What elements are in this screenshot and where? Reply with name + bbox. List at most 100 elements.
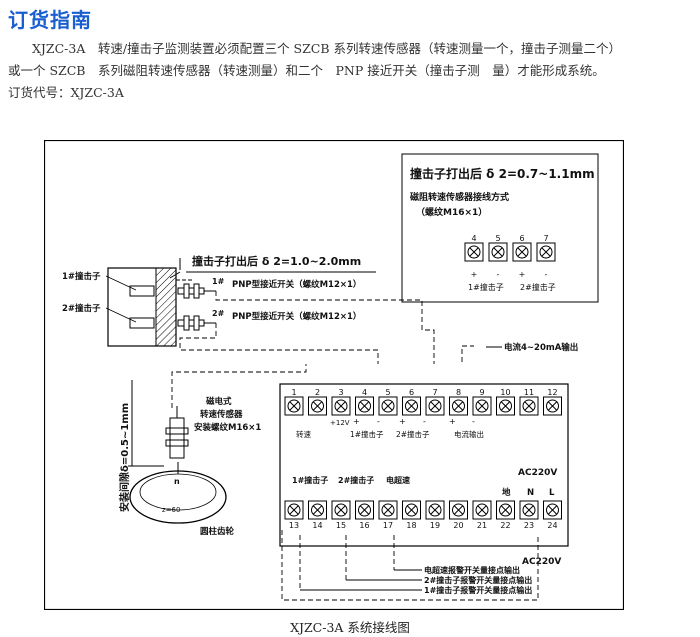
top-terminal-number: 6	[409, 388, 414, 397]
inset-sign: -	[497, 270, 500, 279]
inset-terminal: 5	[488, 234, 508, 262]
top-sign-minus-2: -	[423, 417, 426, 426]
intro-line-2: 或一个 SZCB 系列磁阻转速传感器（转速测量）和二个 PNP 接近开关（撞击子…	[8, 63, 605, 78]
top-terminal-number: 3	[338, 388, 343, 397]
plus-12v: +12V	[330, 419, 350, 427]
inset-terminal: 7	[536, 234, 556, 262]
inset-subtitle-2: （螺纹M16×1）	[416, 206, 487, 218]
bottom-terminal: 20	[449, 500, 468, 530]
alarm-1-label: 1#撞击子	[292, 475, 328, 485]
output-overspeed: 电超速报警开关量接点输出	[424, 565, 520, 575]
top-terminal: 1	[284, 388, 304, 416]
top-terminal: 7	[425, 388, 445, 416]
bottom-terminal-number: 18	[406, 521, 416, 530]
magnetic-speed-sensor	[165, 406, 189, 459]
inset-box	[401, 153, 599, 303]
bottom-terminal-number: 22	[500, 521, 510, 530]
bottom-terminal: 15	[331, 500, 351, 530]
striker-housing	[107, 267, 194, 347]
top-terminal-number: 11	[524, 388, 534, 397]
proximity-switch-2	[177, 315, 216, 331]
ground-label: 地	[502, 487, 511, 498]
l-label: L	[549, 488, 555, 498]
current-output-label: 电流4~20mA输出	[504, 342, 578, 353]
top-terminal-number: 8	[456, 388, 461, 397]
inset-terminal-number: 7	[543, 234, 548, 243]
top-terminal-number: 9	[479, 388, 484, 397]
top-terminal: 5	[378, 388, 398, 416]
overspeed-label: 电超速	[386, 475, 410, 485]
inset-subtitle: 磁阻转速传感器接线方式	[410, 191, 509, 203]
n-label: N	[527, 488, 534, 498]
top-terminal: 10	[496, 388, 515, 416]
top-sign-plus-3: +	[449, 417, 456, 426]
bottom-terminal: 16	[355, 500, 374, 530]
bottom-terminal: 22	[496, 500, 515, 530]
output-striker-2: 2#撞击子报警开关量接点输出	[424, 575, 532, 585]
diagram-border	[44, 140, 624, 610]
alarm-2-label: 2#撞击子	[338, 475, 374, 485]
bottom-terminal-row: 13 14 15 16 17 18 19 20 21 22 23 24	[284, 500, 562, 530]
sensor-label-1: 磁电式	[206, 396, 232, 407]
bottom-terminal-number: 21	[477, 521, 487, 530]
cable-routes	[171, 291, 539, 601]
bottom-terminal-number: 13	[289, 521, 299, 530]
wiring-diagram: 撞击子打出后 δ 2=0.7~1.1mm 磁阻转速传感器接线方式 （螺纹M16×…	[44, 140, 624, 610]
inset-title: 撞击子打出后 δ 2=0.7~1.1mm	[410, 166, 595, 181]
striker-1-label: 1#撞击子	[62, 271, 101, 282]
inset-terminal: 4	[464, 234, 484, 262]
speed-term-label: 转速	[296, 429, 311, 439]
section-title: 订货指南	[8, 8, 92, 32]
ac-bottom-label: AC220V	[522, 557, 561, 567]
bottom-terminal-number: 23	[524, 521, 534, 530]
bottom-terminal-number: 19	[430, 521, 440, 530]
top-terminal-number: 2	[315, 388, 320, 397]
top-striker-1-label: 1#撞击子	[350, 429, 384, 439]
bottom-terminal: 24	[543, 500, 562, 530]
top-terminal: 2	[308, 388, 327, 416]
sensor-label-2: 转速传感器	[200, 409, 243, 420]
order-code: 订货代号：XJZC-3A	[8, 85, 124, 100]
current-term-label: 电流输出	[454, 429, 484, 439]
top-terminal: 12	[543, 388, 562, 416]
bottom-terminal-number: 16	[359, 521, 369, 530]
top-terminal: 9	[472, 388, 492, 416]
intro-line-1: XJZC-3A 转速/撞击子监测装置必须配置三个 SZCB 系列转速传感器（转速…	[32, 41, 622, 56]
top-sign-plus-1: +	[353, 417, 360, 426]
bottom-terminal-number: 24	[547, 521, 557, 530]
top-terminal: 8	[449, 388, 468, 416]
switch-2-desc: PNP型接近开关（螺纹M12×1）	[232, 311, 361, 322]
top-sign-plus-2: +	[399, 417, 406, 426]
main-terminal-box	[279, 383, 569, 547]
bottom-terminal: 17	[378, 500, 398, 530]
top-terminal: 3	[331, 388, 351, 416]
top-terminal: 4	[355, 388, 374, 416]
figure-caption: XJZC-3A 系统接线图	[290, 620, 410, 635]
top-terminal-number: 12	[547, 388, 557, 397]
inset-terminal-number: 5	[495, 234, 500, 243]
bottom-terminal: 19	[425, 500, 445, 530]
bottom-terminal: 18	[402, 500, 421, 530]
inset-label-2: 2#撞击子	[520, 282, 556, 292]
inset-terminal-number: 6	[519, 234, 524, 243]
bottom-terminal-number: 15	[336, 521, 346, 530]
switch-1-num: 1#	[212, 277, 225, 286]
top-terminal-number: 7	[432, 388, 437, 397]
strike-title: 撞击子打出后 δ 2=1.0~2.0mm	[192, 254, 361, 268]
ac-top-label: AC220V	[518, 468, 557, 478]
gear-label: 圆柱齿轮	[200, 526, 235, 537]
top-sign-minus-3: -	[472, 417, 475, 426]
switch-2-num: 2#	[212, 309, 225, 318]
output-striker-1: 1#撞击子报警开关量接点输出	[424, 585, 532, 595]
inset-label-1: 1#撞击子	[468, 282, 504, 292]
top-striker-2-label: 2#撞击子	[396, 429, 430, 439]
output-leaders	[300, 569, 422, 591]
inset-sign: +	[519, 270, 526, 279]
striker-2-label: 2#撞击子	[62, 303, 101, 314]
inset-sign: +	[471, 270, 478, 279]
bottom-terminal: 23	[519, 500, 539, 530]
bottom-terminal: 14	[308, 500, 327, 530]
inset-terminal-number: 4	[471, 234, 476, 243]
top-terminal-number: 4	[362, 388, 367, 397]
